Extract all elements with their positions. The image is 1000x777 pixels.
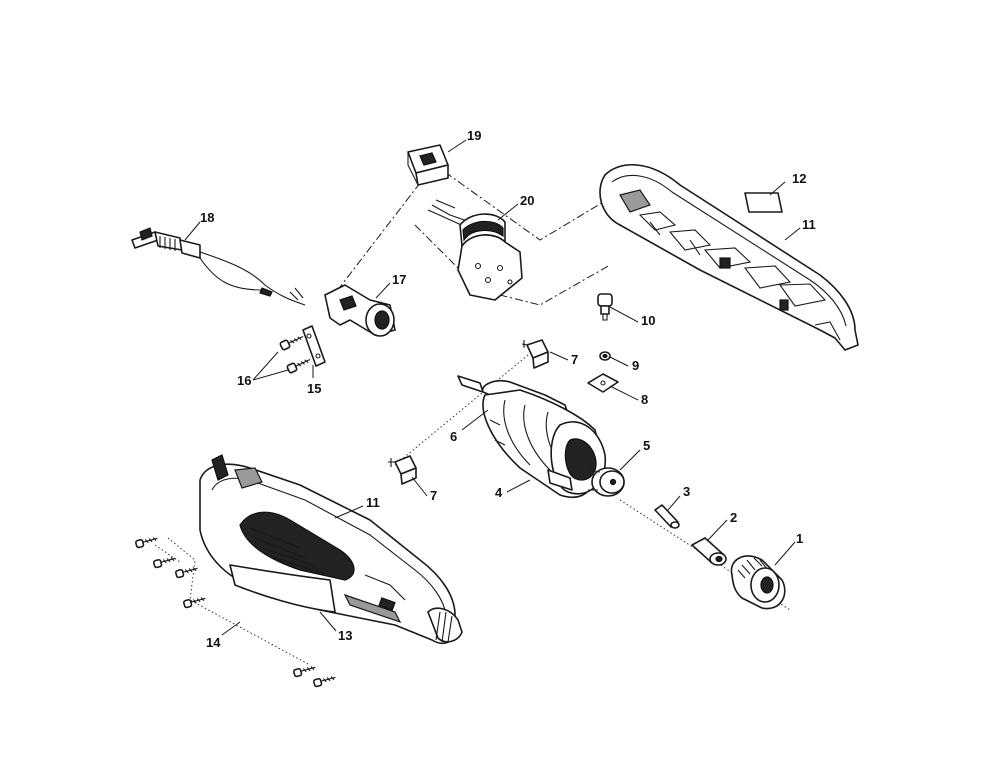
- callout-7-top: 7: [571, 352, 578, 367]
- part-10-button: [597, 293, 613, 321]
- part-14-screws: [135, 537, 336, 688]
- callout-18: 18: [200, 210, 214, 225]
- callout-10: 10: [641, 313, 655, 328]
- part-2-collet: [691, 537, 727, 566]
- part-11-housing-rear: [599, 164, 859, 351]
- part-9-washer: [599, 351, 611, 361]
- guide-line-controller-to-housing: [414, 224, 611, 306]
- part-7-brush-holder-bottom: [388, 455, 417, 485]
- part-19-switch: [407, 144, 449, 186]
- callout-5: 5: [643, 438, 650, 453]
- part-12-label: [744, 192, 783, 213]
- callout-19: 19: [467, 128, 481, 143]
- callout-20: 20: [520, 193, 534, 208]
- leader-lines: [184, 139, 801, 636]
- callout-9: 9: [632, 358, 639, 373]
- part-5-bearing: [588, 467, 625, 497]
- part-8-plate: [587, 373, 619, 393]
- callout-17: 17: [392, 272, 406, 287]
- callout-11-rear: 11: [802, 217, 816, 232]
- part-11-housing-front: [199, 454, 463, 645]
- callout-15: 15: [307, 381, 321, 396]
- part-3-pin: [654, 504, 680, 529]
- callout-8: 8: [641, 392, 648, 407]
- part-18-power-cord: [131, 227, 306, 306]
- callout-14: 14: [206, 635, 221, 650]
- guide-line-brush-holders: [394, 354, 529, 466]
- callout-6: 6: [450, 429, 457, 444]
- callout-16: 16: [237, 373, 251, 388]
- part-16-screws: [279, 336, 311, 374]
- callout-4: 4: [495, 485, 503, 500]
- callout-2: 2: [730, 510, 737, 525]
- part-4-motor: [457, 375, 607, 498]
- part-13-grip-cover: [229, 564, 336, 613]
- guide-line-switch-to-cord: [329, 169, 431, 301]
- callout-12: 12: [792, 171, 806, 186]
- callout-3: 3: [683, 484, 690, 499]
- part-1-collet-nut: [730, 555, 786, 610]
- guide-line-switch-to-housing: [444, 171, 616, 241]
- part-17-cord-holder: [324, 284, 396, 337]
- callout-labels: 19 20 18 17 12 11 10 9 8 7 7 6 4 5 3 2 1…: [200, 128, 816, 650]
- part-20-speed-control: [427, 199, 523, 301]
- guide-line-screws-upper: [154, 544, 181, 563]
- callout-7-bottom: 7: [430, 488, 437, 503]
- part-15-cord-clamp: [302, 325, 326, 367]
- callout-11-front: 11: [366, 495, 380, 510]
- callout-1: 1: [796, 531, 803, 546]
- guide-line-screws-left: [167, 537, 311, 666]
- part-7-brush-holder-top: [521, 339, 549, 369]
- callout-13: 13: [338, 628, 352, 643]
